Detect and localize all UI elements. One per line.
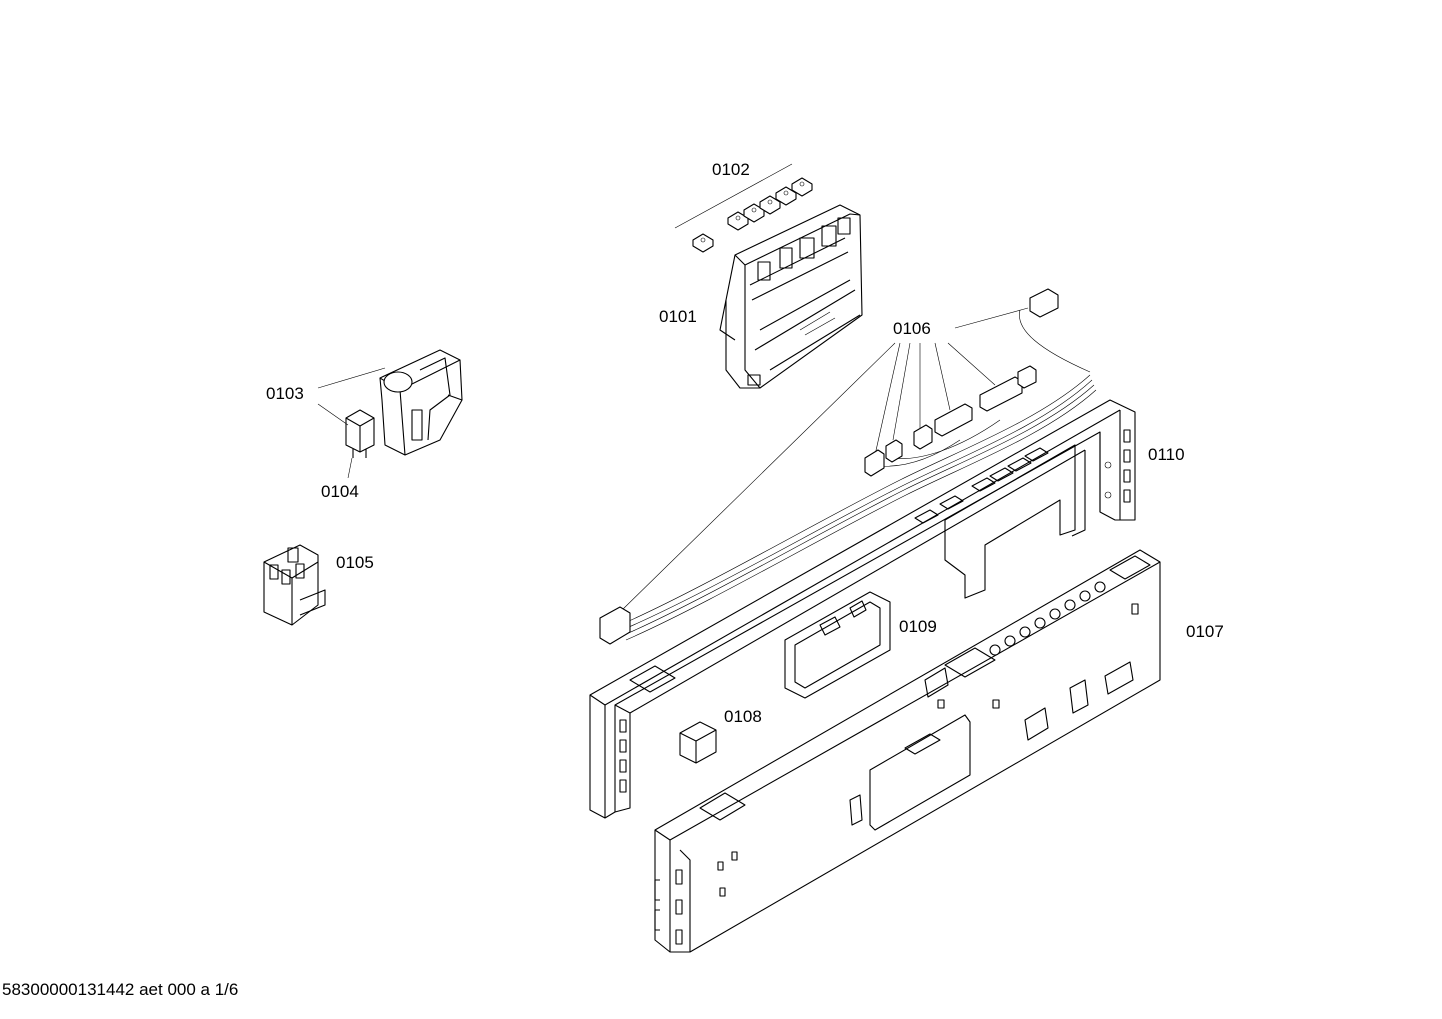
label-0109: 0109 bbox=[899, 617, 937, 636]
part-0105-switch-block bbox=[263, 544, 326, 626]
label-0108: 0108 bbox=[724, 707, 762, 726]
part-0104-capacitor bbox=[317, 403, 375, 479]
part-0103-door-switch bbox=[317, 349, 463, 456]
label-0105: 0105 bbox=[336, 553, 374, 572]
label-0104: 0104 bbox=[321, 482, 359, 501]
part-0106-wiring-harness bbox=[599, 288, 1097, 645]
label-0101: 0101 bbox=[659, 307, 697, 326]
label-0103: 0103 bbox=[266, 384, 304, 403]
part-0110-panel-frame bbox=[589, 399, 1136, 819]
part-0101-control-module bbox=[719, 204, 863, 389]
part-0107-control-panel bbox=[654, 549, 1161, 953]
label-0106: 0106 bbox=[893, 319, 931, 338]
label-0102: 0102 bbox=[712, 160, 750, 179]
part-0102-keycaps bbox=[674, 163, 813, 253]
part-0108-cube bbox=[679, 721, 717, 764]
part-0109-handle-trim bbox=[784, 591, 891, 699]
document-id: 58300000131442 aet 000 a 1/6 bbox=[2, 980, 239, 999]
label-0107: 0107 bbox=[1186, 622, 1224, 641]
label-0110: 0110 bbox=[1148, 445, 1185, 464]
